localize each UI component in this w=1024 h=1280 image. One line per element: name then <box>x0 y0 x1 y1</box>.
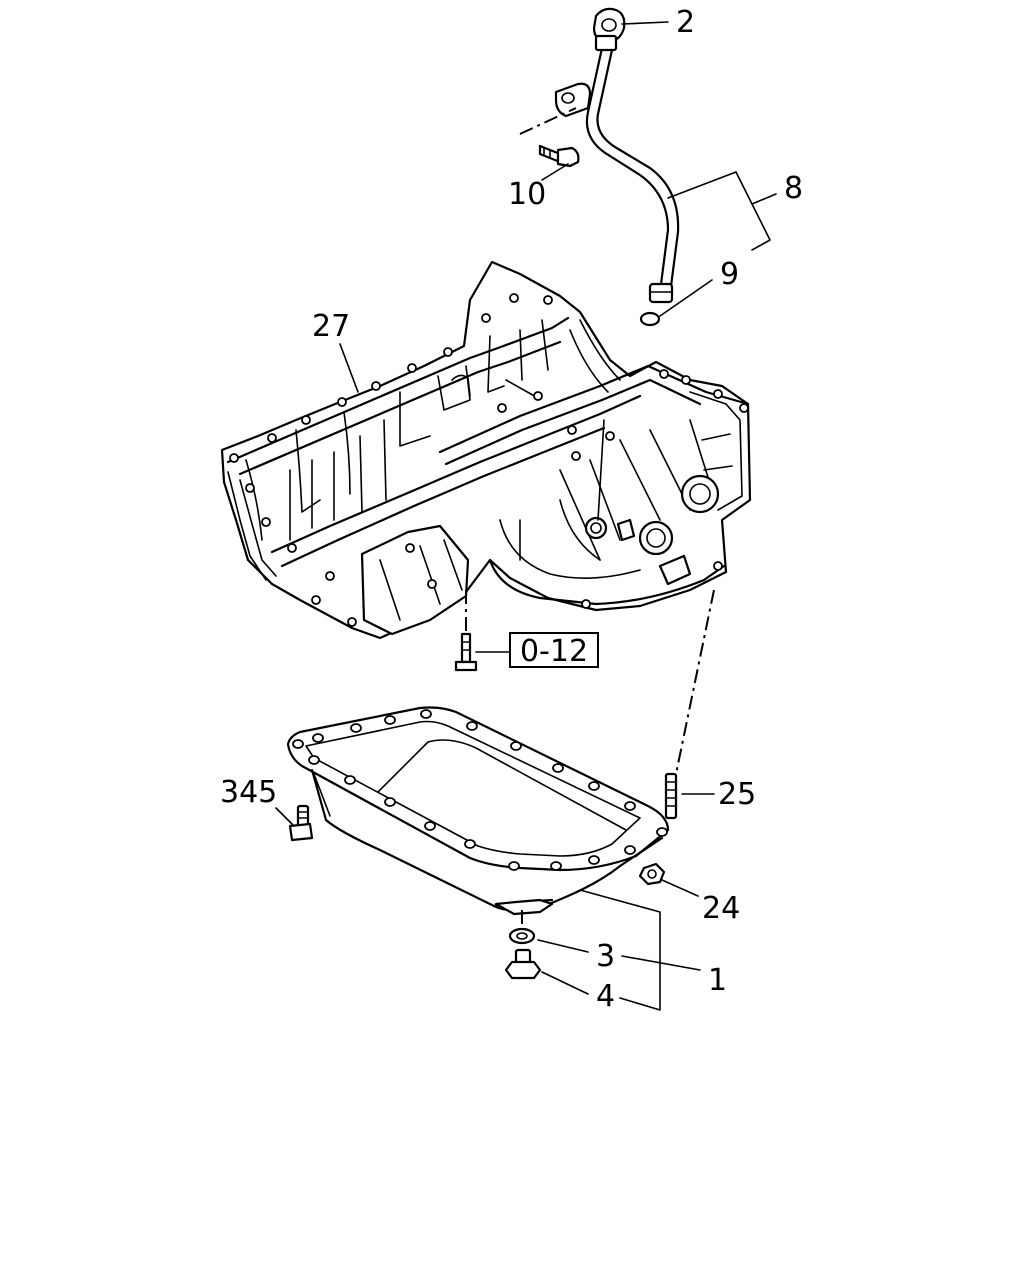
callout-2: 2 <box>676 5 695 40</box>
leader-lines <box>275 21 777 1011</box>
callout-27: 27 <box>312 309 350 344</box>
upper-pan-bolt <box>454 590 511 672</box>
upper-oil-pan <box>220 260 752 640</box>
callout-24: 24 <box>702 891 740 926</box>
callout-4: 4 <box>596 979 615 1014</box>
callout-1: 1 <box>708 963 727 998</box>
reference-box-label: 0-12 <box>520 634 588 669</box>
flange-bolt-holes <box>229 293 749 627</box>
callout-3: 3 <box>596 939 615 974</box>
side-bolt <box>288 804 314 842</box>
lower-oil-pan <box>286 706 670 916</box>
callout-9: 9 <box>720 257 739 292</box>
callout-10: 10 <box>508 177 546 212</box>
callout-8: 8 <box>784 171 803 206</box>
flange-nut <box>638 862 666 886</box>
o-ring <box>639 311 661 327</box>
lower-pan-bolt-holes <box>292 709 668 871</box>
callout-345: 345 <box>220 775 277 810</box>
stud-bolt <box>664 772 678 820</box>
drain-washer <box>508 927 536 945</box>
bracket-bolt <box>538 144 580 168</box>
reference-box <box>509 632 599 668</box>
dipstick-guide-tube <box>554 7 680 304</box>
drain-plug <box>504 948 542 980</box>
callout-25: 25 <box>718 777 756 812</box>
